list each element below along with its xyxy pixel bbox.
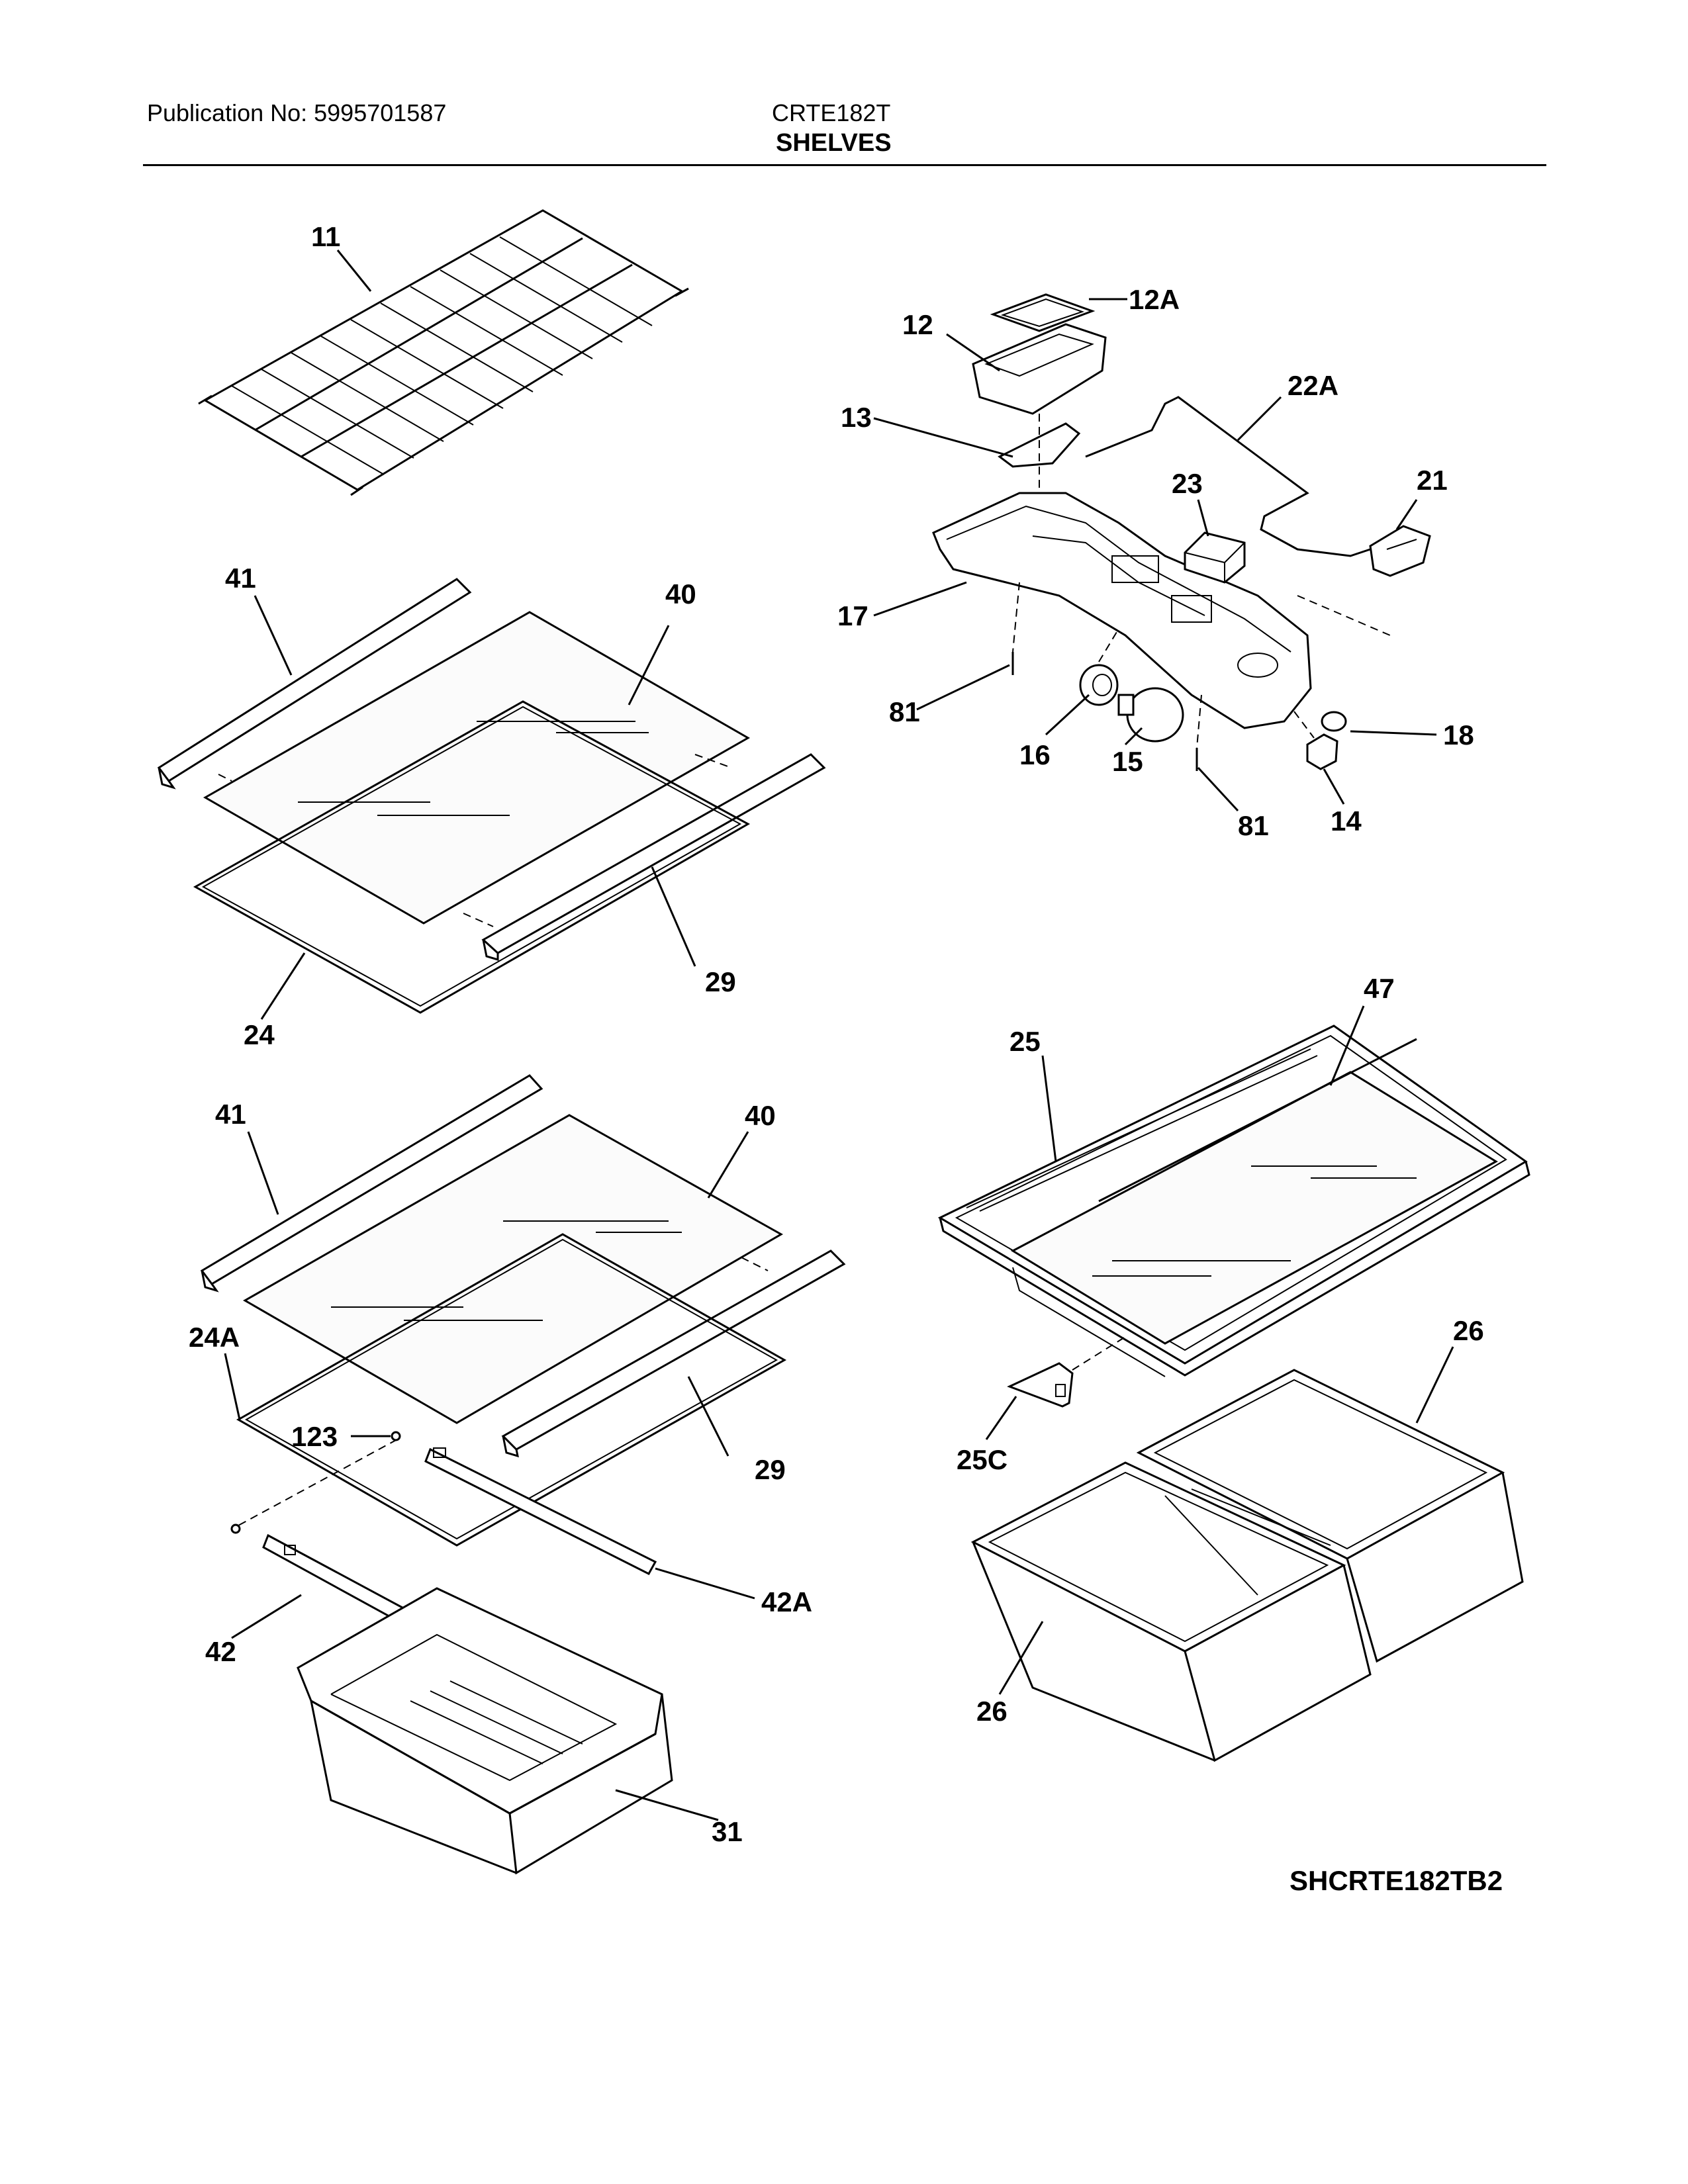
callout-22a: 22A [1288,370,1338,401]
shelf-trim-rear-upper [481,753,826,962]
wire-shelf-11 [198,209,689,496]
shelf-slide-rail-42a [424,1447,657,1575]
callout-23: 23 [1172,468,1203,499]
screw-123 [391,1431,401,1441]
callout-15: 15 [1112,746,1143,777]
humidity-slide-25c [1007,1362,1074,1408]
callout-25: 25 [1009,1026,1041,1057]
callout-26-front: 26 [976,1696,1008,1727]
crisper-drawer-31 [297,1587,673,1875]
water-filter-cover-12a [990,293,1096,332]
glass-shelf-lower [242,1114,784,1424]
callout-123: 123 [291,1421,338,1452]
page-title: SHELVES [776,129,892,157]
callout-12: 12 [902,309,933,340]
thermostat-21 [1369,525,1431,577]
screw-123-b [230,1524,241,1534]
shelf-trim-rear-lower [501,1250,846,1458]
callout-81-left: 81 [889,696,920,727]
control-housing-17 [932,492,1312,729]
header-rule [143,164,1546,166]
defrost-timer-23 [1184,531,1246,584]
callout-13: 13 [841,402,872,433]
shelf-trim-front-upper [157,578,472,790]
callout-24: 24 [244,1019,275,1050]
callout-42a: 42A [761,1586,812,1617]
callout-29-upper: 29 [705,966,736,997]
capillary-tube-22a [1085,396,1371,557]
leader-lines [224,250,1454,1821]
diagram-code: SHCRTE182TB2 [1289,1865,1503,1896]
callout-41-lower: 41 [215,1099,246,1130]
callout-42: 42 [205,1636,236,1667]
callout-21: 21 [1417,465,1448,496]
publication-number: Publication No: 5995701587 [147,99,447,126]
callout-26-rear: 26 [1453,1315,1484,1346]
callout-labels: 11 12A 12 13 22A 23 21 17 81 16 15 18 81… [189,221,1484,1847]
callout-40-upper: 40 [665,578,696,610]
model-number: CRTE182T [772,99,891,126]
callout-25c: 25C [957,1444,1008,1475]
callout-31: 31 [712,1816,743,1847]
callout-29-lower: 29 [755,1454,786,1485]
shelf-frame-lower [236,1233,787,1547]
callout-17: 17 [837,600,868,631]
callout-11: 11 [311,221,340,252]
callout-24a: 24A [189,1322,240,1353]
crisper-drawer-26-rear [1136,1369,1524,1663]
callout-81-right: 81 [1238,810,1269,841]
callout-18: 18 [1443,719,1474,751]
filter-housing-12 [972,323,1107,415]
grommet-18 [1321,711,1347,732]
callout-40-lower: 40 [745,1100,776,1131]
callout-12a: 12A [1129,284,1180,315]
crisper-cover-glass-47 [1010,1038,1498,1345]
callout-47: 47 [1364,973,1395,1004]
callout-16: 16 [1019,739,1051,770]
callout-41-upper: 41 [225,563,256,594]
shelf-frame-upper [193,700,751,1014]
light-switch-14 [1306,733,1338,770]
callout-14: 14 [1331,805,1362,837]
shelf-trim-front-lower [200,1074,543,1293]
glass-shelf-upper [203,611,751,925]
light-bulb-15 [1117,687,1184,743]
lamp-socket-16 [1079,664,1119,706]
crisper-drawer-26-front [970,1461,1372,1762]
